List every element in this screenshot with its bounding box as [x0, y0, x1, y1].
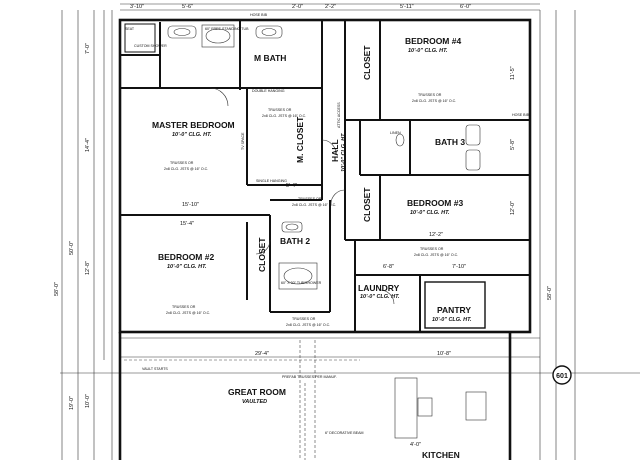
room-great-room-ceiling: VAULTED	[242, 399, 267, 405]
dim-left-19-0: 19'-0"	[69, 396, 75, 410]
room-labels: M BATH BEDROOM #4 10'-0" CLG. HT. CLOSET…	[152, 36, 472, 460]
room-closet-b2: CLOSET	[257, 237, 267, 272]
dim-7-10: 7'-10"	[452, 264, 466, 270]
label-vault-starts: VAULT STARTS	[142, 367, 168, 371]
note-trusses-hall: TRUSSES OR	[298, 197, 322, 201]
room-great-room: GREAT ROOM	[228, 387, 286, 397]
dim-top-2-0: 2'-0"	[292, 4, 303, 10]
note-trusses-hall-spec: 2x8 CLG. JSTS @ 16" O.C.	[292, 203, 336, 207]
dim-top-2-2: 2'-2"	[325, 4, 336, 10]
dim-5-4: 5'-4"	[286, 183, 297, 189]
dim-right-5-8: 5'-8"	[510, 139, 516, 150]
door-swings	[209, 87, 395, 305]
label-hose-bib-top: HOSE BIB	[250, 13, 268, 17]
dim-15-4: 15'-4"	[180, 221, 194, 227]
label-linen: LINEN	[390, 131, 401, 135]
note-trusses-b2-spec: 2x8 CLG. JSTS @ 16" O.C.	[166, 311, 210, 315]
label-custom-shower: CUSTOM SHOWER	[134, 44, 167, 48]
note-trusses-mb: TRUSSES OR	[170, 161, 194, 165]
room-closet-top: CLOSET	[362, 45, 372, 80]
note-trusses-mb-spec: 2x8 CLG. JSTS @ 16" O.C.	[164, 167, 208, 171]
label-single-hanging: SINGLE HANGING	[256, 179, 287, 183]
dim-4-0: 4'-0"	[410, 442, 421, 448]
dimension-lines	[60, 3, 640, 460]
dim-left-7-0: 7'-0"	[85, 43, 91, 54]
interior-walls	[120, 20, 530, 332]
room-laundry: LAUNDRY	[358, 283, 400, 293]
room-closet-mid: CLOSET	[362, 187, 372, 222]
dim-15-10: 15'-10"	[182, 202, 199, 208]
note-trusses-mc-spec: 2x8 CLG. JSTS @ 16" O.C.	[262, 114, 306, 118]
dimension-text: 3'-10" 5'-6" 2'-0" 5'-11" 6'-0" 2'-2" 7'…	[54, 4, 553, 448]
dim-right-11-5: 11'-5"	[510, 66, 516, 80]
plumbing-fixtures	[167, 24, 487, 439]
dim-12-2: 12'-2"	[429, 232, 443, 238]
label-freestanding-tub: 60" FREE-STANDING TUB	[205, 27, 249, 31]
dim-left-58-0: 58'-0"	[54, 282, 60, 296]
room-bedroom3: BEDROOM #3	[407, 198, 463, 208]
room-pantry: PANTRY	[437, 305, 471, 315]
label-decorative-beam: 6" DECORATIVE BEAM	[325, 431, 364, 435]
room-master-bedroom: MASTER BEDROOM	[152, 120, 235, 130]
room-hall-ceiling: 10'-0" CLG. HT.	[341, 132, 347, 172]
room-bath3: BATH 3	[435, 137, 465, 147]
label-tub-shower: 60" X 30" TUB/SHOWER	[281, 281, 322, 285]
dim-top-6-0: 6'-0"	[460, 4, 471, 10]
note-trusses-b4: TRUSSES OR	[418, 93, 442, 97]
label-prefab-truss: PREFAB TRUSSES PER MANUF.	[282, 375, 337, 379]
note-trusses-b3-spec: 2x8 CLG. JSTS @ 16" O.C.	[414, 253, 458, 257]
truss-lines	[124, 340, 360, 460]
room-bedroom3-ceiling: 10'-0" CLG. HT.	[410, 210, 450, 216]
label-tv-space: TV SPACE	[241, 132, 245, 150]
note-trusses-b4-spec: 2x8 CLG. JSTS @ 16" O.C.	[412, 99, 456, 103]
dim-10-8: 10'-8"	[437, 351, 451, 357]
dim-left-14-4: 14'-4"	[85, 138, 91, 152]
label-hose-bib-right: HOSE BIB	[512, 113, 530, 117]
dim-left-12-8: 12'-8"	[85, 261, 91, 275]
note-trusses-b3: TRUSSES OR	[420, 247, 444, 251]
dim-left-10-0: 10'-0"	[85, 394, 91, 408]
room-bedroom2: BEDROOM #2	[158, 252, 214, 262]
dim-29-4: 29'-4"	[255, 351, 269, 357]
label-double-hanging: DOUBLE HANGING	[252, 89, 285, 93]
room-bedroom4-ceiling: 10'-0" CLG. HT.	[408, 48, 448, 54]
section-marker: 601	[552, 365, 572, 385]
room-kitchen: KITCHEN	[422, 450, 460, 460]
room-master-bedroom-ceiling: 10'-0" CLG. HT.	[172, 132, 212, 138]
dim-top-5-6: 5'-6"	[182, 4, 193, 10]
room-bedroom2-ceiling: 10'-0" CLG. HT.	[167, 264, 207, 270]
note-trusses-b2: TRUSSES OR	[172, 305, 196, 309]
room-laundry-ceiling: 10'-0" CLG. HT.	[360, 294, 400, 300]
label-seat: SEAT	[125, 27, 135, 31]
room-hall: HALL	[330, 139, 340, 162]
dim-6-8: 6'-8"	[383, 264, 394, 270]
dim-top-5-11: 5'-11"	[400, 4, 414, 10]
room-m-closet: M. CLOSET	[295, 116, 305, 163]
dim-left-50-0: 50'-0"	[69, 241, 75, 255]
room-bedroom4: BEDROOM #4	[405, 36, 461, 46]
room-pantry-ceiling: 10'-0" CLG. HT.	[432, 317, 472, 323]
dim-right-12-0: 12'-0"	[510, 201, 516, 215]
label-attic-access: ATTIC ACCESS	[337, 102, 341, 128]
note-trusses-bath2-spec: 2x8 CLG. JSTS @ 16" O.C.	[286, 323, 330, 327]
dim-top-left: 3'-10"	[130, 4, 144, 10]
truss-notes: TRUSSES OR 2x8 CLG. JSTS @ 16" O.C. TRUS…	[164, 93, 458, 327]
section-marker-label: 601	[556, 373, 568, 380]
dim-right-58-0: 58'-0"	[547, 286, 553, 300]
fixture-labels: SEAT CUSTOM SHOWER 60" FREE-STANDING TUB…	[125, 13, 530, 435]
room-bath2: BATH 2	[280, 236, 310, 246]
note-trusses-bath2: TRUSSES OR	[292, 317, 316, 321]
room-master-bath: M BATH	[254, 53, 286, 63]
note-trusses-mc: TRUSSES OR	[268, 108, 292, 112]
